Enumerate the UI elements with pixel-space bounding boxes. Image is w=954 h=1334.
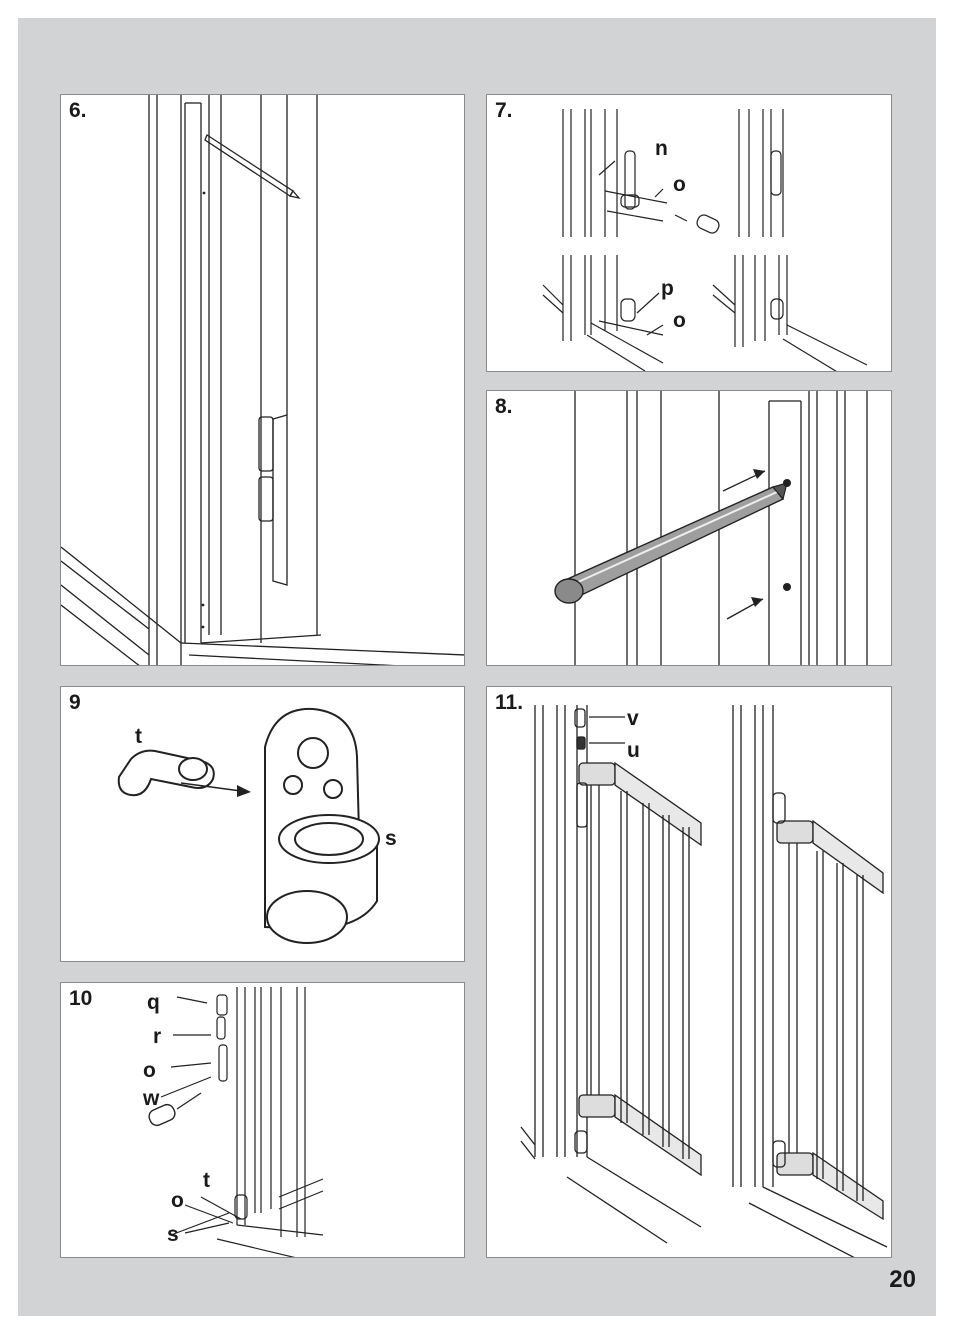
label-r: r: [153, 1025, 161, 1048]
label-o-lower: o: [171, 1189, 184, 1212]
label-p: p: [661, 277, 674, 300]
label-t: t: [135, 725, 142, 748]
step-9-illustration: t s: [61, 687, 465, 962]
step-7-illustration: n o p o: [487, 95, 892, 372]
step-10-illustration: q r o w t o s: [61, 983, 465, 1258]
step-10-panel: 10: [60, 982, 465, 1258]
label-o-upper: o: [143, 1059, 156, 1082]
label-t: t: [203, 1169, 210, 1192]
step-7-panel: 7.: [486, 94, 892, 372]
step-9-panel: 9 t s: [60, 686, 465, 962]
page-number: 20: [889, 1266, 916, 1294]
label-q: q: [147, 991, 160, 1014]
label-n: n: [655, 137, 668, 160]
label-u: u: [627, 739, 640, 762]
step-6-illustration: [61, 95, 465, 666]
step-8-illustration: [487, 391, 892, 666]
step-11-illustration: v u: [487, 687, 892, 1258]
step-8-panel: 8.: [486, 390, 892, 666]
label-o-bottom: o: [673, 309, 686, 332]
label-v: v: [627, 707, 639, 730]
manual-page: 6.: [18, 18, 936, 1316]
label-w: w: [142, 1087, 160, 1110]
label-s: s: [385, 827, 397, 850]
label-o-top: o: [673, 173, 686, 196]
step-6-panel: 6.: [60, 94, 465, 666]
step-11-panel: 11.: [486, 686, 892, 1258]
label-s: s: [167, 1223, 179, 1246]
